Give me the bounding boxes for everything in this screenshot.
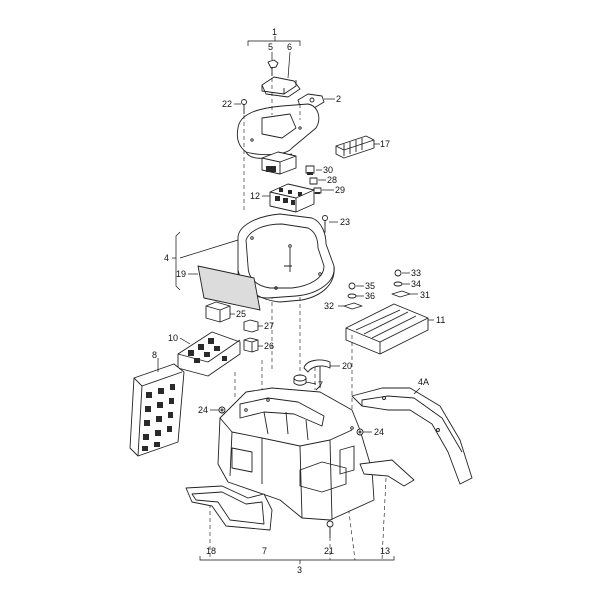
callout-4: 4 xyxy=(164,253,169,263)
callout-33: 33 xyxy=(411,268,421,278)
part-7-grommet xyxy=(293,374,317,386)
bracket-group-1 xyxy=(247,36,301,46)
callout-4A: 4A xyxy=(418,377,429,387)
parts-35-36-32 xyxy=(338,282,364,310)
callout-7: 7 xyxy=(262,546,267,556)
callout-8: 8 xyxy=(152,350,157,360)
callout-22: 22 xyxy=(222,99,232,109)
part-24-nut-left xyxy=(210,406,226,414)
callout-35: 35 xyxy=(365,281,375,291)
callout-1: 1 xyxy=(272,27,277,37)
callout-23: 23 xyxy=(340,217,350,227)
callout-7-upper: 7 xyxy=(318,380,323,390)
callout-17: 17 xyxy=(380,139,390,149)
part-22-bolt xyxy=(234,99,247,114)
parts-33-34-31 xyxy=(391,269,418,298)
part-5-screw xyxy=(267,52,279,76)
part-24-nut-right xyxy=(356,428,372,436)
callout-2: 2 xyxy=(336,94,341,104)
part-11-fuse-strip xyxy=(345,303,434,355)
callout-10: 10 xyxy=(168,333,178,343)
callout-27: 27 xyxy=(264,321,274,331)
part-12-relay-carrier xyxy=(262,183,315,213)
callout-31: 31 xyxy=(420,290,430,300)
part-6-module xyxy=(261,51,301,98)
part-26-relay xyxy=(243,337,263,353)
part-20-cable-holder xyxy=(303,359,340,391)
part-17-fuse-strip xyxy=(335,135,380,159)
callout-5: 5 xyxy=(268,42,273,52)
callout-12: 12 xyxy=(250,191,260,201)
part-4A-side-bracket xyxy=(351,387,473,485)
callout-32: 32 xyxy=(324,301,334,311)
part-3-lower-housing xyxy=(217,387,375,521)
part-21-screw xyxy=(326,520,334,538)
bracket-group-4 xyxy=(172,231,239,291)
callout-3: 3 xyxy=(297,565,302,575)
part-19-cover-strip xyxy=(188,265,261,311)
callout-34: 34 xyxy=(411,279,421,289)
callout-11: 11 xyxy=(436,315,445,325)
part-27-relay xyxy=(243,319,263,333)
part-13-strip xyxy=(359,459,415,487)
fuse-box-cover xyxy=(236,103,320,159)
callout-13: 13 xyxy=(380,546,390,556)
part-18-plate xyxy=(185,485,273,531)
intermediate-relay xyxy=(261,151,297,175)
callout-28: 28 xyxy=(327,175,337,185)
part-25-relay xyxy=(205,301,235,323)
callout-24-right: 24 xyxy=(374,427,384,437)
callout-19: 19 xyxy=(176,269,186,279)
callout-36: 36 xyxy=(365,291,375,301)
callout-26: 26 xyxy=(264,341,274,351)
parts-30-28-29-fuses xyxy=(305,165,334,194)
bracket-group-3 xyxy=(199,556,395,564)
callout-25: 25 xyxy=(236,309,246,319)
callout-labels: 1 5 6 2 22 17 30 28 29 12 23 4 19 33 34 … xyxy=(152,27,445,575)
callout-24-left: 24 xyxy=(198,405,208,415)
callout-21: 21 xyxy=(324,546,334,556)
part-10-relay-plate xyxy=(177,331,241,377)
callout-6: 6 xyxy=(287,42,292,52)
part-23-screw xyxy=(322,215,338,232)
callout-29: 29 xyxy=(335,185,345,195)
callout-18: 18 xyxy=(206,546,216,556)
callout-30: 30 xyxy=(323,165,333,175)
callout-20: 20 xyxy=(342,361,352,371)
part-8-fuse-carrier xyxy=(129,358,185,457)
